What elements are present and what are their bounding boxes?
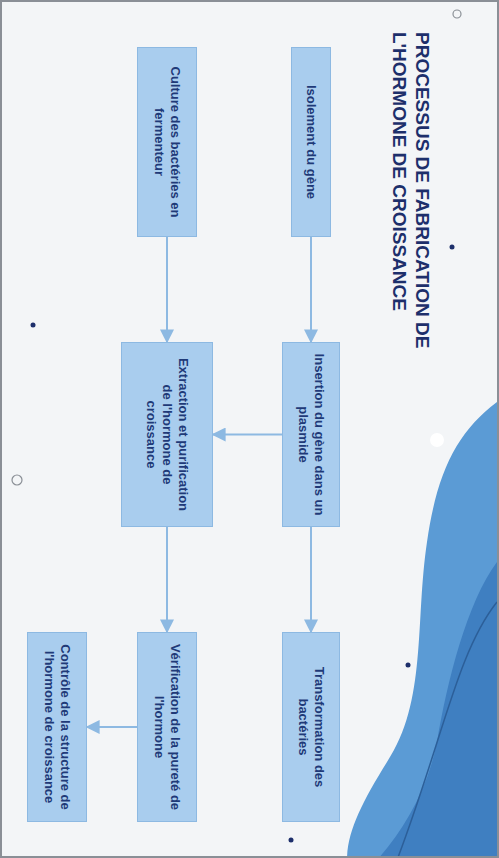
process-box: Isolement du gène — [291, 47, 331, 237]
box-label: Vérification de la pureté de l'hormone — [151, 643, 184, 811]
dot — [289, 838, 294, 843]
wave-light — [347, 402, 497, 858]
box-label: Isolement du gène — [303, 85, 319, 199]
box-label: Culture des bactéries en fermenteur — [151, 58, 184, 226]
process-box: Transformation des bactéries — [282, 632, 340, 822]
ring — [453, 10, 461, 18]
flow-arrow — [213, 434, 282, 436]
box-label: Transformation des bactéries — [295, 643, 328, 811]
dot — [406, 663, 411, 668]
diagram-title: PROCESSUS DE FABRICATION DE L'HORMONE DE… — [387, 32, 433, 392]
flow-arrow — [166, 527, 168, 632]
wave-dark — [377, 562, 497, 858]
dot — [450, 245, 455, 250]
wave-line — [397, 602, 497, 858]
flow-arrow — [310, 237, 312, 342]
process-box: Culture des bactéries en fermenteur — [137, 47, 197, 237]
ring — [12, 475, 22, 485]
flow-arrow — [310, 527, 312, 632]
process-box: Insertion du gène dans un plasmide — [282, 342, 340, 527]
process-box: Extraction et purification de l'hormone … — [121, 342, 213, 527]
process-box: Vérification de la pureté de l'hormone — [137, 632, 197, 822]
process-box: Contrôle de la structure de l'hormone de… — [27, 632, 87, 822]
flow-arrow — [87, 726, 137, 728]
box-label: Insertion du gène dans un plasmide — [295, 353, 328, 516]
box-label: Contrôle de la structure de l'hormone de… — [41, 643, 74, 811]
box-label: Extraction et purification de l'hormone … — [143, 353, 192, 516]
dot — [430, 433, 444, 447]
flow-arrow — [166, 237, 168, 342]
dot — [31, 323, 36, 328]
